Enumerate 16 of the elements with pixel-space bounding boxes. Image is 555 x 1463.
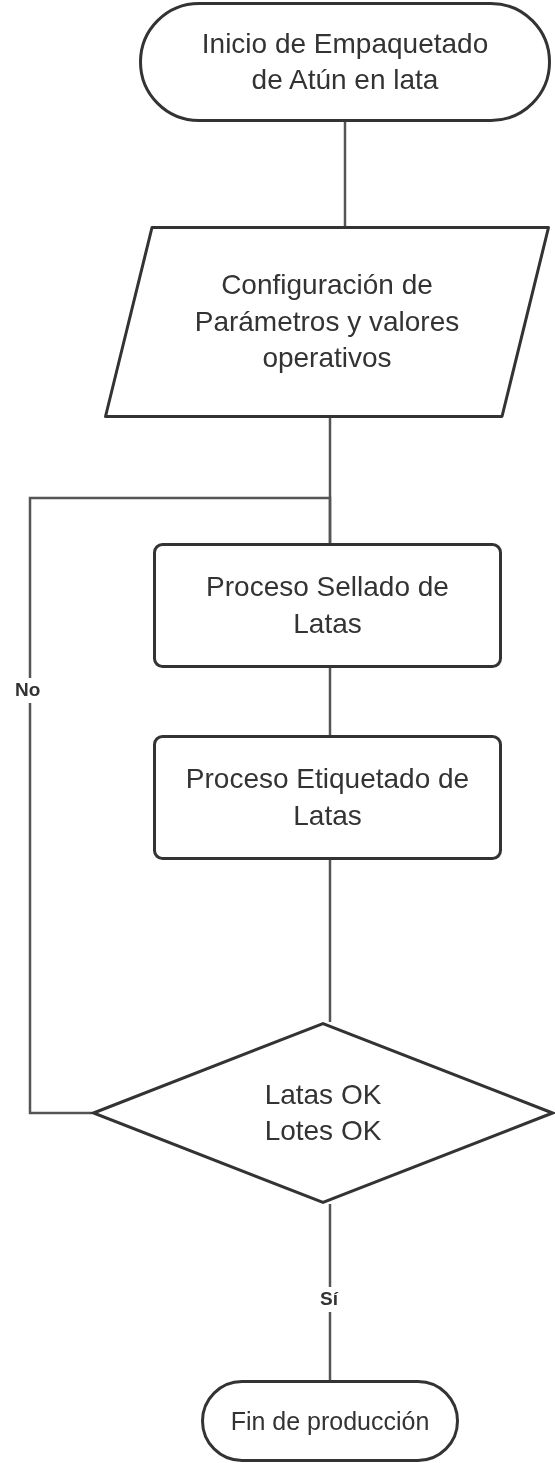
- edge-label: No: [14, 678, 42, 703]
- decision-diamond: [92, 1022, 554, 1204]
- process-box: [153, 735, 502, 860]
- node-text: Latas OK Lotes OK: [263, 1077, 383, 1148]
- node-text: Proceso Sellado de Latas: [205, 570, 450, 641]
- node-text: Fin de producción: [230, 1406, 430, 1436]
- process-box: [153, 543, 502, 668]
- node-text: Proceso Etiquetado de Latas: [184, 762, 471, 833]
- node-text: Inicio de Empaquetado de Atún en lata: [200, 26, 490, 97]
- connector-line: [328, 860, 332, 1022]
- connector-line: [343, 122, 347, 226]
- connector-line: [328, 668, 332, 735]
- edge-label: Sí: [319, 1287, 339, 1312]
- connector-line: [28, 496, 332, 1115]
- input-parallelogram: [104, 226, 550, 418]
- node-text: Configuración de Parámetros y valores operativos: [193, 268, 461, 376]
